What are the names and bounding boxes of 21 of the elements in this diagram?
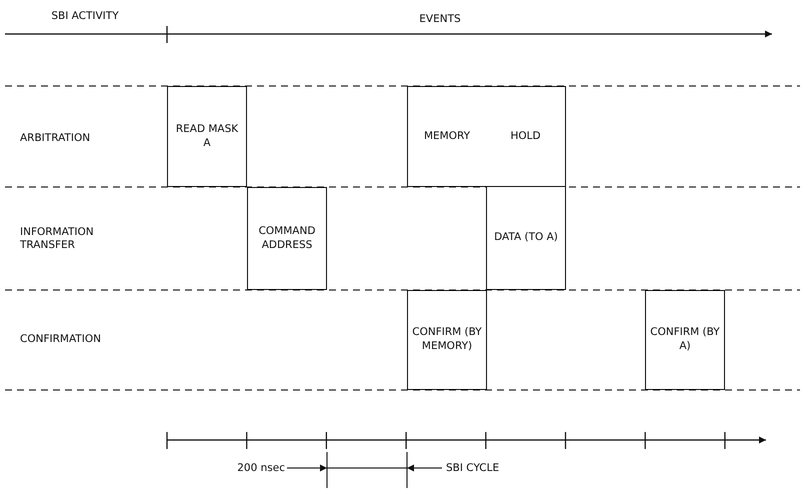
timing-slot-box [645,290,725,390]
slot-label: CONFIRM (BY MEMORY) [411,326,483,354]
timing-slot-box [407,290,487,390]
slot-label: DATA (TO A) [494,231,558,245]
timing-slot-box [167,86,247,187]
slot-label: MEMORY [424,130,470,144]
row-label: CONFIRMATION [20,333,102,346]
dimension-label: SBI CYCLE [446,462,500,476]
column-heading: SBI ACTIVITY [50,10,120,24]
row-label: INFORMATION TRANSFER [20,226,95,252]
timing-slot-box [407,86,487,187]
timing-slot-box [247,187,327,290]
dimension-label: 200 nsec [236,462,285,476]
timing-slot-box [486,187,566,290]
row-label: ARBITRATION [20,132,92,146]
timing-slot-box [486,86,566,187]
slot-label: READ MASK A [174,122,240,150]
slot-label: CONFIRM (BY A) [649,326,721,354]
axis-label: EVENTS [418,13,462,26]
slot-label: HOLD [510,130,541,144]
slot-label: COMMAND ADDRESS [258,224,316,252]
